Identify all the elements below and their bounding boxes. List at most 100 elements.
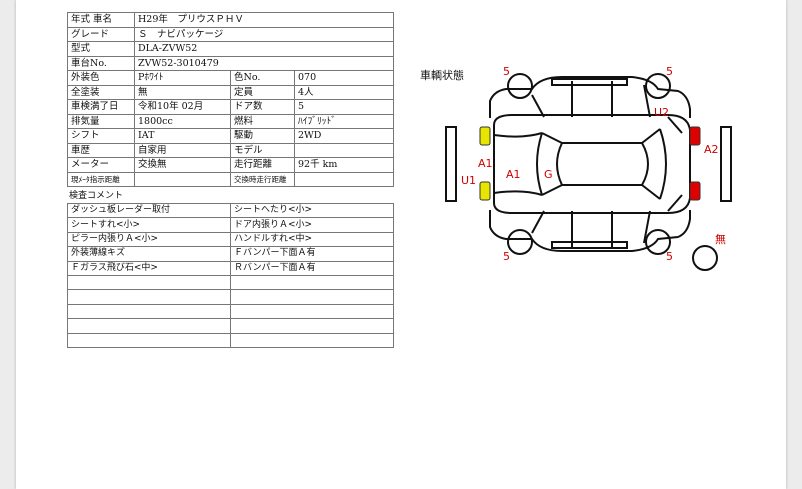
spec-label: 駆動 [230, 128, 295, 144]
comment-cell [230, 274, 394, 291]
comment-cell [230, 332, 394, 348]
comment-cell [67, 274, 231, 291]
roof-panel [556, 142, 649, 186]
inspection-comments-table: ダッシュ板レーダー取付シートへたり<小>シートすれ<小>ドア内張りＡ<小>ピラー… [67, 202, 394, 348]
rear-right-light-marker [689, 181, 701, 201]
comment-row [67, 332, 394, 348]
spec-label: 現ﾒｰﾀ指示距離 [67, 171, 135, 187]
spec-value: 070 [294, 70, 394, 86]
label-a1-side: A1 [506, 168, 521, 181]
spec-row: 車台No.ZVW52-3010479 [67, 55, 394, 71]
spare-tire-icon [692, 245, 718, 271]
spec-value: IAT [134, 128, 231, 144]
front-bumper-outline [445, 126, 457, 202]
spec-label: ドア数 [230, 99, 295, 115]
vehicle-condition-diagram: 5 5 5 5 U2 A2 A1 U1 A1 G 無 [445, 65, 732, 271]
spec-row: 車歴自家用モデル [67, 142, 394, 158]
comment-cell: ハンドルすれ<中> [230, 231, 394, 248]
spec-value [134, 171, 231, 187]
comment-cell: Ｒバンパー下面Ａ有 [230, 260, 394, 276]
spec-row: 現ﾒｰﾀ指示距離 交換時走行距離 [67, 171, 394, 187]
comment-cell: Ｆガラス飛び石<中> [67, 260, 231, 276]
front-right-light-marker [479, 181, 491, 201]
comment-cell: ドア内張りＡ<小> [230, 217, 394, 233]
comment-cell: ダッシュ板レーダー取付 [67, 202, 231, 219]
spec-value: 92千 km [294, 157, 394, 173]
spec-value: Ｓ ナビパッケージ [134, 26, 394, 42]
spec-value [294, 171, 394, 187]
comment-cell: 外装薄線キズ [67, 246, 231, 262]
comment-row [67, 318, 394, 334]
car-side-bottom-outline [489, 210, 691, 252]
spec-label: 走行距離 [230, 157, 295, 173]
spec-label: メーター [67, 157, 135, 173]
label-u1: U1 [461, 174, 476, 187]
spec-label: 車歴 [67, 142, 135, 158]
windshield-line [536, 132, 543, 196]
spec-value [294, 142, 394, 158]
roof-bar-bottom [551, 241, 628, 249]
spec-value: 令和10年 02月 [134, 99, 231, 115]
comment-cell [230, 289, 394, 305]
comment-cell [230, 318, 394, 334]
front-left-light-marker [479, 126, 491, 146]
wheel-front-right-icon [645, 73, 671, 99]
inspection-comments-header: 検査コメント [69, 191, 124, 201]
spec-label: 全塗装 [67, 84, 135, 100]
car-side-top-outline [489, 76, 691, 118]
spec-value: H29年 プリウスＰＨＶ [134, 12, 394, 28]
comment-row [67, 303, 394, 320]
car-side-bottom-pillars [531, 210, 651, 247]
rear-quarter-lines [667, 116, 683, 212]
spec-value: 無 [134, 84, 231, 100]
spec-label: 外装色 [67, 70, 135, 86]
spec-label: 交換時走行距離 [230, 171, 295, 187]
spec-label: グレード [67, 26, 135, 42]
spec-value: 2WD [294, 128, 394, 144]
label-tl5: 5 [503, 65, 510, 78]
comment-row: シートすれ<小>ドア内張りＡ<小> [67, 217, 394, 233]
spec-value: Pﾎﾜｲﾄ [134, 70, 231, 86]
comment-cell [67, 318, 231, 334]
spec-value: ﾊｲﾌﾞﾘｯﾄﾞ [294, 113, 394, 129]
comment-row: ダッシュ板レーダー取付シートへたり<小> [67, 202, 394, 219]
rear-window-line [659, 128, 667, 200]
wheel-rear-right-icon [645, 229, 671, 255]
comment-cell [67, 332, 231, 348]
label-bl5: 5 [503, 250, 510, 263]
roof-corner-lines [541, 128, 661, 200]
spec-value: 自家用 [134, 142, 231, 158]
comment-row: Ｆガラス飛び石<中>Ｒバンパー下面Ａ有 [67, 260, 394, 276]
label-br5: 5 [666, 250, 673, 263]
vehicle-condition-title: 車輌状態 [420, 69, 464, 82]
comment-cell: ピラー内張りＡ<小> [67, 231, 231, 248]
spec-value: 交換無 [134, 157, 231, 173]
spec-value: 4人 [294, 84, 394, 100]
comment-row: ピラー内張りＡ<小>ハンドルすれ<中> [67, 231, 394, 248]
spec-label: 色No. [230, 70, 295, 86]
spec-value: DLA-ZVW52 [134, 41, 394, 57]
comment-cell [67, 289, 231, 305]
spec-value: 5 [294, 99, 394, 115]
comment-row [67, 289, 394, 305]
comment-cell [67, 303, 231, 320]
wheel-front-left-icon [507, 73, 533, 99]
wheel-rear-left-icon [507, 229, 533, 255]
comment-row [67, 274, 394, 291]
comment-cell: Ｆバンパー下面Ａ有 [230, 246, 394, 262]
spec-label: 排気量 [67, 113, 135, 129]
label-u2: U2 [654, 106, 669, 119]
spec-label: 車検満了日 [67, 99, 135, 115]
label-a2: A2 [704, 143, 719, 156]
